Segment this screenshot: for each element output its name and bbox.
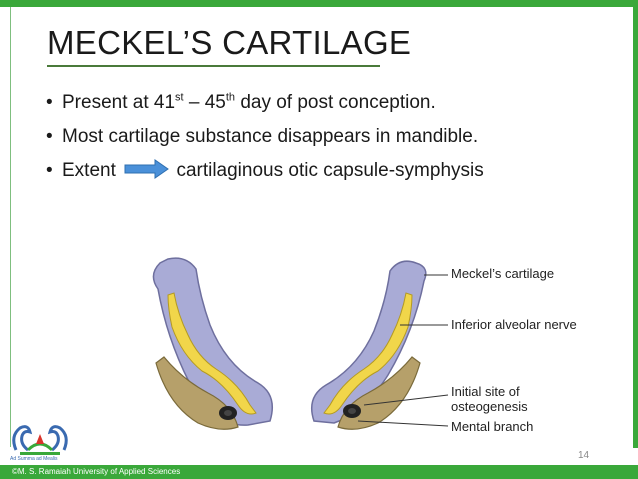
top-accent-bar [0, 0, 638, 7]
page-number: 14 [578, 450, 590, 461]
right-cartilage-shape [311, 260, 427, 424]
bullet-text-part: – 45 [183, 92, 226, 113]
footer-copyright: ©M. S. Ramaiah University of Applied Sci… [12, 467, 181, 476]
right-nerve-shape [323, 292, 413, 415]
bullet-dot: • [46, 160, 53, 181]
bullet-dot: • [46, 126, 53, 147]
left-bone-shape [155, 356, 239, 430]
bullet-text-part: cartilaginous otic capsule-symphysis [176, 160, 484, 181]
bullet-list: • Present at 41st – 45th day of post conc… [46, 90, 484, 192]
bullet-dot: • [46, 92, 53, 113]
label-meckels-cartilage: Meckel’s cartilage [451, 266, 555, 281]
label-initial-site: Initial site of [451, 384, 520, 399]
title-underline [47, 65, 380, 67]
left-cartilage-shape [152, 257, 273, 426]
left-divider [10, 7, 11, 447]
bullet-text-part: day of post conception. [235, 92, 436, 113]
bullet-text-part: Extent [62, 160, 116, 181]
superscript: st [175, 91, 184, 104]
left-nerve-shape [167, 292, 257, 415]
bullet-text: Most cartilage substance disappears in m… [62, 126, 479, 147]
right-arrow-icon [121, 159, 171, 179]
right-accent-bar [633, 7, 638, 448]
footer-bar [0, 465, 638, 479]
university-logo [6, 418, 74, 464]
bullet-item: • Extent cartilaginous otic capsule-symph… [46, 158, 484, 192]
bullet-item: • Most cartilage substance disappears in … [46, 124, 484, 158]
superscript: th [225, 91, 236, 104]
logo-tagline: Ad Summa ad Mealis [10, 456, 58, 462]
label-mental-branch: Mental branch [451, 419, 534, 434]
label-osteogenesis: osteogenesis [451, 399, 528, 414]
bullet-item: • Present at 41st – 45th day of post conc… [46, 90, 484, 124]
bullet-text-part: Present at 41 [62, 92, 176, 113]
slide-title: MECKEL’S CARTILAGE [47, 24, 412, 61]
label-inferior-alveolar-nerve: Inferior alveolar nerve [451, 317, 577, 332]
mandible-diagram [138, 245, 558, 445]
